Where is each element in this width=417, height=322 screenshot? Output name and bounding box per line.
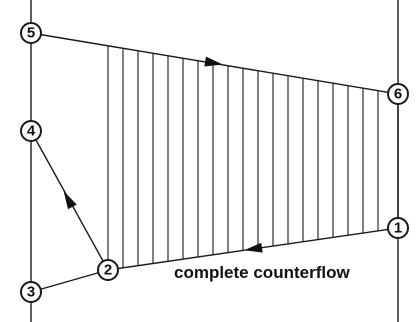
edge-3-2 [30, 269, 109, 293]
diagram-caption: complete counterflow [174, 263, 350, 282]
node-2: 2 [97, 259, 119, 281]
node-5: 5 [20, 22, 42, 44]
node-3-circle [20, 281, 42, 303]
node-6-circle [387, 83, 409, 105]
node-2-circle [97, 259, 119, 281]
node-3: 3 [20, 281, 42, 303]
arrow-1-2 [244, 242, 263, 253]
node-6-label: 6 [394, 86, 402, 103]
node-4-label: 4 [27, 123, 36, 140]
node-1-label: 1 [394, 220, 402, 237]
hatched-region [107, 45, 379, 268]
node-5-label: 5 [27, 25, 35, 42]
arrow-2-4 [63, 191, 77, 210]
node-1-circle [387, 217, 409, 239]
node-5-circle [20, 22, 42, 44]
arrow-5-6 [204, 56, 223, 67]
node-6: 6 [387, 83, 409, 105]
node-4-circle [20, 120, 42, 142]
node-3-label: 3 [27, 284, 35, 301]
node-4: 4 [20, 120, 42, 142]
node-1: 1 [387, 217, 409, 239]
node-2-label: 2 [104, 262, 112, 279]
